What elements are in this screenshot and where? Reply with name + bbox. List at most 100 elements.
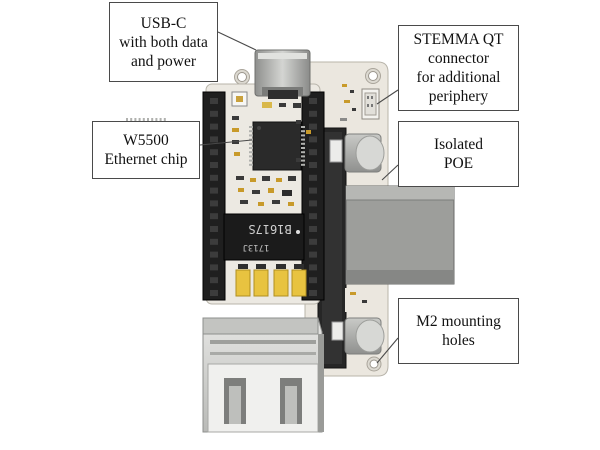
leader-lines (199, 31, 399, 364)
chip-lead (249, 163, 253, 166)
header-pin (210, 251, 218, 258)
smd-component (276, 178, 282, 182)
smd-component (282, 190, 292, 196)
capacitor-bottom (331, 317, 385, 355)
callout-stemma-qt: STEMMA QT connector for additional perip… (398, 25, 519, 111)
header-pin (210, 149, 218, 156)
module-marking-1: B1617S (248, 222, 291, 236)
header-pin (210, 226, 218, 232)
header-pin (210, 136, 218, 143)
smd-component (236, 176, 244, 180)
stemma-qt-connector (361, 88, 380, 120)
smd-component (306, 130, 311, 134)
chip-lead (301, 134, 305, 137)
rj45-led-left (224, 378, 246, 424)
callout-m2-line-2: holes (442, 332, 475, 349)
chip-lead (301, 130, 305, 133)
chip-lead (301, 142, 305, 145)
callout-stemma-line-2: connector (427, 50, 490, 67)
callout-w5500-line-2: Ethernet chip (104, 151, 188, 168)
callout-stemma-line-3: for additional (416, 69, 501, 86)
smd-component (240, 200, 248, 204)
header-pin (210, 213, 218, 220)
chip-lead (301, 138, 305, 141)
chip-lead (301, 147, 305, 149)
chip-lead (249, 130, 253, 133)
chip-lead (147, 118, 149, 122)
smd-component (252, 190, 260, 194)
chip-lead (301, 151, 305, 154)
chip-lead (301, 126, 305, 128)
callout-usbc-line-1: USB-C (140, 14, 187, 32)
callout-stemma-line-1: STEMMA QT (413, 31, 504, 48)
main-board: B1617S 1713J (126, 49, 325, 305)
capacitor-top (329, 133, 385, 173)
header-pin (309, 213, 317, 220)
callout-usbc-line-2: with both data (119, 33, 208, 51)
chip-lead (134, 118, 137, 122)
chip-lead (301, 163, 305, 166)
smd-component (296, 158, 301, 162)
callout-m2-line-1: M2 mounting (416, 313, 501, 330)
mounting-hole-bottom-right (366, 356, 382, 372)
header-pin (210, 98, 218, 104)
header-pin (309, 123, 317, 130)
header-pin (309, 277, 317, 284)
header-pin (309, 251, 317, 258)
rj45-ethernet-jack (202, 317, 324, 433)
chip-lead (301, 155, 305, 158)
chip-lead (249, 151, 253, 154)
chip-lead (163, 118, 166, 122)
chip-lead (249, 155, 253, 158)
smd-component (268, 188, 274, 193)
smd-component (232, 116, 239, 120)
header-pin (309, 162, 317, 168)
smd-component (250, 178, 256, 182)
header-pin (309, 226, 317, 232)
callout-poe-line-2: POE (443, 155, 474, 172)
header-pin (210, 123, 218, 130)
leader-stemma (376, 89, 399, 105)
callout-w5500-line-1: W5500 (123, 132, 169, 149)
chip-lead (155, 118, 158, 122)
leader-usbc (217, 31, 257, 51)
header-pin (210, 200, 218, 207)
header-pin (309, 149, 317, 156)
chip-lead (249, 147, 253, 149)
smd-component (238, 188, 244, 192)
header-pin (210, 277, 218, 284)
smd-component (258, 202, 264, 206)
header-pin (309, 264, 317, 271)
header-pin (210, 162, 218, 168)
chip-lead (249, 142, 253, 145)
ethernet-module: B1617S 1713J (223, 213, 305, 261)
chip-lead (159, 118, 162, 122)
chip-lead (126, 118, 128, 122)
header-pin (309, 238, 317, 245)
chip-lead (151, 118, 154, 122)
smd-component (232, 128, 239, 132)
usb-c-connector (254, 49, 311, 97)
mounting-hole-top-right (365, 68, 381, 84)
callout-m2-holes: M2 mounting holes (398, 298, 519, 364)
header-pin (210, 264, 218, 271)
smd-component (234, 152, 240, 156)
chip-lead (249, 126, 253, 128)
chip-lead (249, 159, 253, 162)
chip-lead (301, 159, 305, 162)
yellow-components (235, 264, 307, 297)
chip-lead (130, 118, 133, 122)
callout-usbc: USB-C with both data and power (109, 2, 218, 82)
callout-usbc-line-3: and power (131, 52, 196, 70)
chip-lead (142, 118, 145, 122)
header-pin (210, 110, 218, 117)
smd-component (288, 176, 296, 181)
callout-poe-line-1: Isolated (433, 136, 484, 153)
smd-component (262, 176, 270, 181)
header-pin (309, 174, 317, 181)
module-marking-2: 1713J (242, 242, 269, 252)
header-pin (309, 290, 317, 296)
callout-stemma-line-4: periphery (428, 88, 489, 105)
chip-lead (249, 134, 253, 137)
